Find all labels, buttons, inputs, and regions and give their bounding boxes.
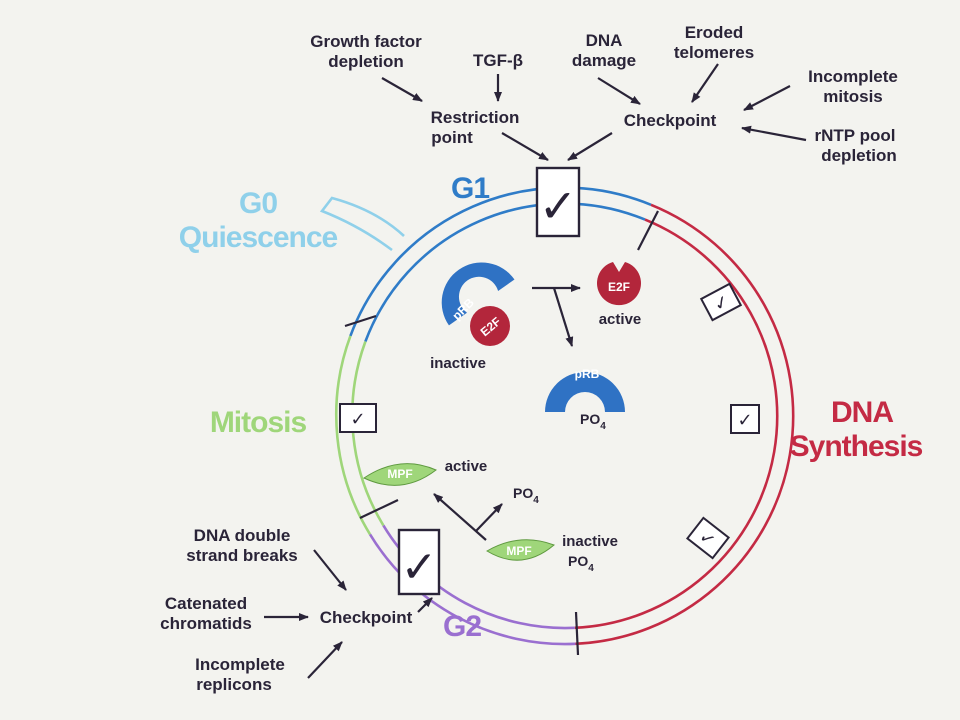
prb-protein — [441, 262, 515, 326]
mpf-active: MPF active — [362, 458, 488, 486]
g1-checkpoint-label: Checkpoint — [624, 111, 717, 130]
mitosis-label: Mitosis — [210, 406, 307, 439]
g1-stimuli: Growth factor depletion TGF-β DNA damage… — [310, 23, 898, 165]
arrow — [433, 493, 487, 541]
active-label: active — [599, 311, 642, 328]
dna-damage-label-line1: DNA — [586, 31, 623, 50]
e2f-label: E2F — [608, 280, 630, 294]
rntp-label-line2: depletion — [821, 146, 897, 165]
growth-factor-label-line1: Growth factor — [310, 32, 422, 51]
tgf-beta-label: TGF-β — [473, 51, 523, 70]
g2-bottom-arrows — [264, 549, 433, 679]
inactive-label: inactive — [430, 355, 486, 372]
mpf-label: MPF — [506, 544, 531, 558]
phase-boundaries — [344, 210, 659, 656]
synthesis-ring-segment — [574, 203, 795, 646]
g1-ring-segment — [349, 186, 652, 342]
g2-checkpoint-box: ✓ — [397, 528, 441, 596]
arrow — [597, 77, 641, 105]
m-g1-boundary — [344, 314, 377, 328]
arrow — [691, 63, 719, 103]
e2f-active: E2F active — [597, 262, 641, 328]
arrow — [743, 85, 791, 111]
quiescence-label: Quiescence — [179, 221, 338, 254]
g2-stimuli: DNA double strand breaks Catenated chrom… — [160, 526, 412, 694]
s-checkpoint-box-lower: ✓ — [685, 516, 731, 560]
dna-damage-label-line2: damage — [572, 51, 636, 70]
growth-factor-label-line2: depletion — [328, 52, 404, 71]
s-checkpoint-box-middle: ✓ — [730, 404, 760, 434]
g0-branch — [319, 196, 405, 252]
e2f-protein — [597, 262, 641, 306]
arrow — [741, 125, 807, 142]
cell-cycle-ring — [319, 186, 795, 656]
mitosis-ring-segment — [335, 335, 385, 535]
g1-s-boundary — [637, 210, 659, 251]
prb-e2f-inactive-complex: pRB E2F inactive — [430, 262, 515, 372]
incomplete-replicons-label-line2: replicons — [196, 675, 272, 694]
arrow — [307, 641, 343, 679]
mitosis-checkpoint-box: ✓ — [339, 403, 377, 433]
g2-label: G2 — [443, 610, 481, 643]
mpf-label: MPF — [387, 467, 412, 481]
mpf-arrows: PO4 — [433, 485, 539, 541]
arrow — [501, 132, 549, 161]
dna-synthesis-label-line2: Synthesis — [790, 430, 923, 463]
eroded-telomeres-label-line2: telomeres — [674, 43, 754, 62]
prb-arrows — [532, 284, 581, 347]
catenated-label-line1: Catenated — [165, 594, 247, 613]
g2-checkpoint-label: Checkpoint — [320, 608, 413, 627]
arrow — [417, 597, 433, 613]
g0-label: G0 — [239, 187, 277, 220]
dsb-label-line1: DNA double — [194, 526, 291, 545]
eroded-telomeres-label-line1: Eroded — [685, 23, 744, 42]
incomplete-mitosis-label-line1: Incomplete — [808, 67, 898, 86]
rntp-label-line1: rNTP pool — [815, 126, 896, 145]
prb-phosphorylated: pRB PO4 — [545, 367, 625, 432]
po4-label: PO4 — [568, 553, 594, 574]
check-icon: ✓ — [401, 543, 438, 592]
catenated-label-line2: chromatids — [160, 614, 252, 633]
ring-checkpoints: ✓ ✓ ✓ ✓ ✓ ✓ — [339, 166, 760, 596]
prb-protein — [545, 372, 625, 412]
e2f-protein — [470, 306, 510, 346]
po4-label: PO4 — [580, 411, 606, 432]
prb-label: pRB — [575, 367, 600, 381]
active-label: active — [445, 458, 488, 475]
dsb-label-line2: strand breaks — [186, 546, 298, 565]
mpf-protein — [362, 463, 437, 486]
mpf-protein — [486, 539, 555, 561]
arrow — [475, 503, 503, 532]
g1-label: G1 — [451, 172, 489, 205]
s-g2-boundary — [574, 611, 580, 656]
arrow — [567, 132, 613, 161]
incomplete-replicons-label-line1: Incomplete — [195, 655, 285, 674]
incomplete-mitosis-label-line2: mitosis — [823, 87, 883, 106]
arrow — [313, 549, 347, 591]
restriction-point-label-line1: Restriction — [431, 108, 520, 127]
inactive-label: inactive — [562, 533, 618, 550]
po4-label: PO4 — [513, 485, 539, 506]
check-icon: ✓ — [737, 410, 752, 430]
s-checkpoint-box-upper: ✓ — [699, 282, 743, 322]
arrow — [552, 287, 574, 347]
check-icon: ✓ — [350, 409, 365, 429]
g1-arrows — [381, 63, 807, 161]
check-icon: ✓ — [539, 180, 578, 232]
g2-m-boundary — [359, 499, 399, 519]
restriction-point-label-line2: point — [431, 128, 473, 147]
mpf-inactive: MPF inactive PO4 — [486, 533, 618, 574]
dna-synthesis-label-line1: DNA — [831, 396, 893, 429]
g1-checkpoint-box: ✓ — [535, 166, 581, 238]
arrow — [381, 77, 423, 102]
